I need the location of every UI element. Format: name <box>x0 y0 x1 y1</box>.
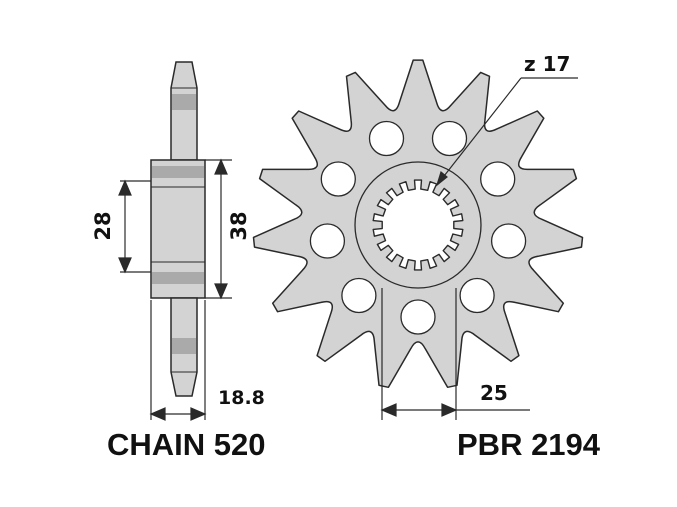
lightening-hole <box>368 120 405 157</box>
lightening-hole <box>320 161 356 197</box>
teeth-leader <box>435 77 578 187</box>
lightening-hole <box>431 120 468 157</box>
hub-circle <box>354 161 482 289</box>
lightening-hole <box>341 277 377 314</box>
dimension-width <box>149 300 207 421</box>
lightening-hole <box>309 223 346 259</box>
lightening-hole <box>459 277 495 314</box>
lightening-hole <box>490 223 527 259</box>
lightening-holes <box>309 120 527 335</box>
dimension-38 <box>205 158 232 300</box>
lightening-hole <box>480 161 516 197</box>
dimension-28-label: 28 <box>91 211 115 240</box>
lightening-hole <box>400 299 436 335</box>
width-label: 18.8 <box>218 387 265 409</box>
side-profile-bands <box>152 94 204 354</box>
dimension-25 <box>380 288 530 420</box>
dimension-38-label: 38 <box>227 211 251 240</box>
part-number-label: PBR 2194 <box>457 427 601 462</box>
center-label: 25 <box>480 381 508 405</box>
teeth-count-label: z 17 <box>524 52 570 76</box>
side-profile-lines <box>151 87 205 373</box>
sprocket-front <box>252 59 584 389</box>
chain-label: CHAIN 520 <box>107 427 266 462</box>
spline-bore <box>372 179 464 271</box>
dimension-28 <box>118 179 151 274</box>
side-profile-top-shaft <box>170 61 198 161</box>
